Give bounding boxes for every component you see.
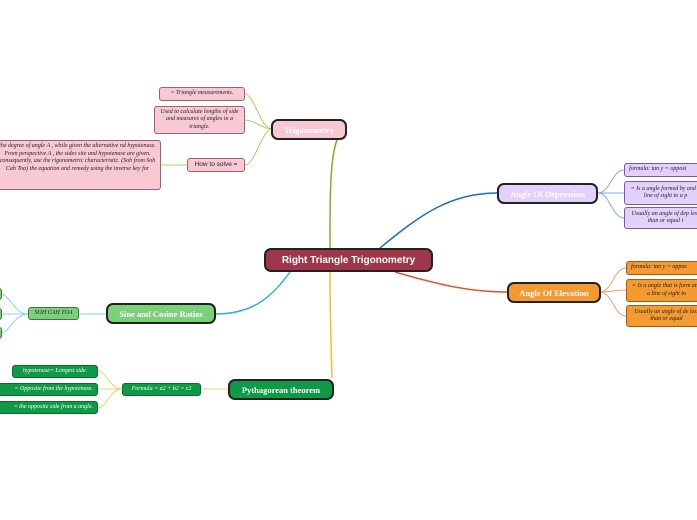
depression-note[interactable]: Usually an angle of dep less than or equ…	[624, 207, 697, 229]
pythagorean-formula[interactable]: Formula = a2 + b2 = c2	[122, 383, 201, 396]
elevation-definition[interactable]: = Is a angle that is form and a line of …	[626, 279, 697, 302]
sine-leaf-3[interactable]	[0, 327, 2, 339]
hypotenuse-definition[interactable]: hypotenuse= Longest side.	[12, 365, 98, 378]
opposite-angle-definition[interactable]: = the opposite side from a angle.	[0, 401, 98, 414]
trigonometry-usage[interactable]: Used to calculate lengths of side and me…	[154, 106, 245, 134]
central-topic[interactable]: Right Triangle Trigonometry	[264, 248, 433, 272]
depression-formula[interactable]: formula: tan y = opposi	[624, 163, 697, 177]
depression-definition[interactable]: = Is a angle formed by and a line of sig…	[624, 181, 697, 205]
sine-leaf-1[interactable]	[0, 288, 2, 300]
topic-pythagorean-theorem[interactable]: Pythagorean theorem	[228, 379, 334, 400]
sine-leaf-2[interactable]	[0, 308, 2, 320]
soh-cah-toa[interactable]: SOH CAH TOA	[28, 307, 79, 320]
topic-sine-cosine-ratios[interactable]: Sine and Cosine Ratios	[106, 303, 216, 324]
elevation-formula[interactable]: formula: tan y = oppos	[626, 261, 697, 275]
topic-angle-of-depression[interactable]: Angle Of Depression	[497, 183, 598, 204]
how-to-solve[interactable]: How to solve =	[187, 158, 245, 172]
opposite-hypotenuse-definition[interactable]: = Opposite from the hypotenuse.	[0, 383, 98, 396]
topic-angle-of-elevation[interactable]: Angle Of Elevation	[507, 282, 601, 303]
topic-trigonometry[interactable]: Trigonometry	[271, 119, 347, 140]
how-to-solve-detail[interactable]: the degree of angle A , while given the …	[0, 140, 161, 190]
elevation-note[interactable]: Usually an angle of de less than or equa…	[626, 305, 697, 327]
trigonometry-definition[interactable]: = Triangle measurements.	[159, 87, 245, 101]
